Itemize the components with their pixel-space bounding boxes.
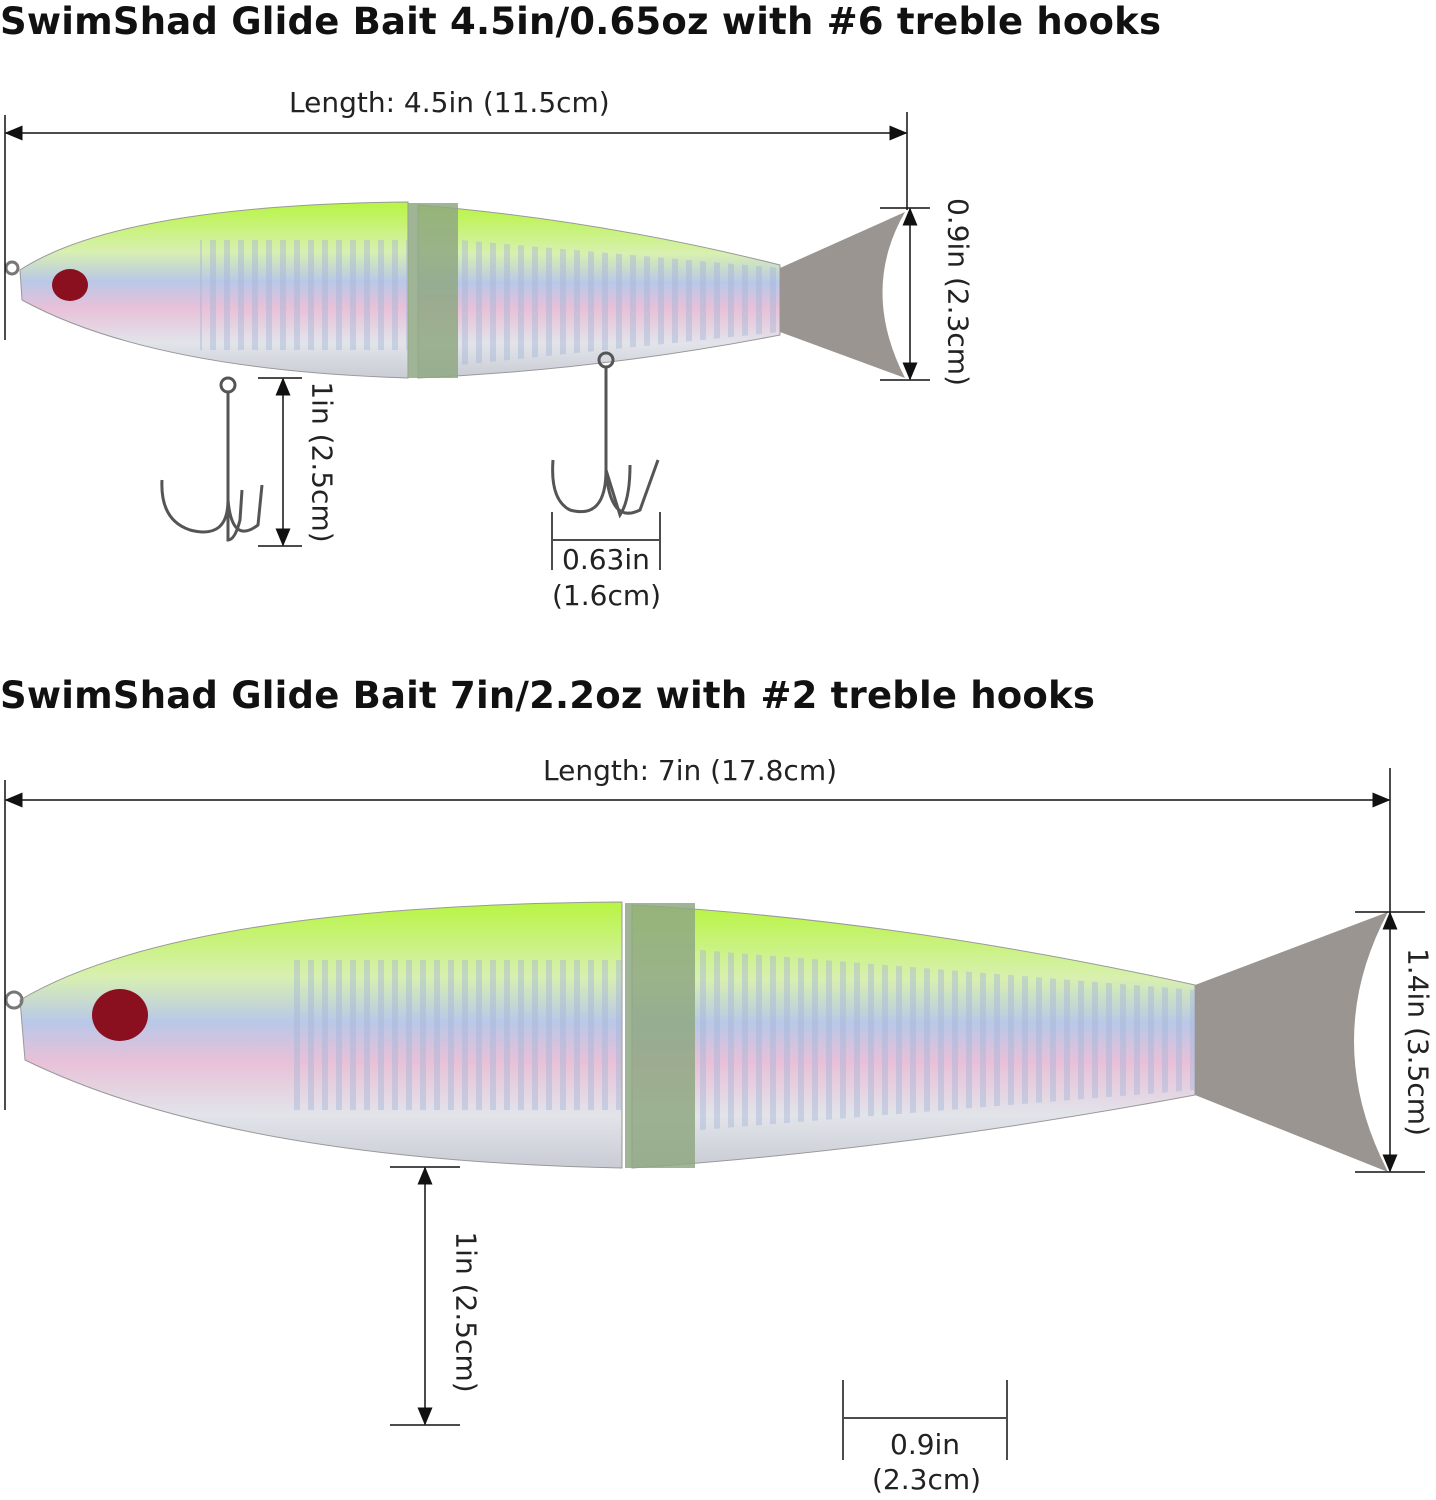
dimension-lines (4, 768, 1425, 1460)
hook-width-cm-label: (1.6cm) (552, 579, 662, 612)
hook-length-label: 1in (2.5cm) (449, 1231, 483, 1393)
eye-icon (92, 989, 148, 1041)
lure-small (4, 201, 905, 379)
hook-width-in-label: 0.9in (890, 1428, 961, 1461)
treble-hook-icon (551, 351, 660, 519)
hook-length-label: 1in (2.5cm) (305, 381, 339, 543)
tail-height-label: 1.4in (3.5cm) (1401, 947, 1435, 1137)
length-label: Length: 4.5in (11.5cm) (289, 86, 610, 119)
product-title-small: SwimShad Glide Bait 4.5in/0.65oz with #6… (0, 0, 1162, 43)
dimension-lines (4, 112, 930, 570)
eye-icon (52, 269, 88, 301)
hook-width-in-label: 0.63in (562, 543, 650, 576)
treble-hook-icon (160, 376, 264, 542)
product-title-large: SwimShad Glide Bait 7in/2.2oz with #2 tr… (0, 674, 1096, 717)
lure-large (4, 901, 1388, 1172)
length-label: Length: 7in (17.8cm) (543, 754, 838, 787)
hook-width-cm-label: (2.3cm) (872, 1463, 982, 1496)
tail-height-label: 0.9in (2.3cm) (941, 197, 975, 387)
